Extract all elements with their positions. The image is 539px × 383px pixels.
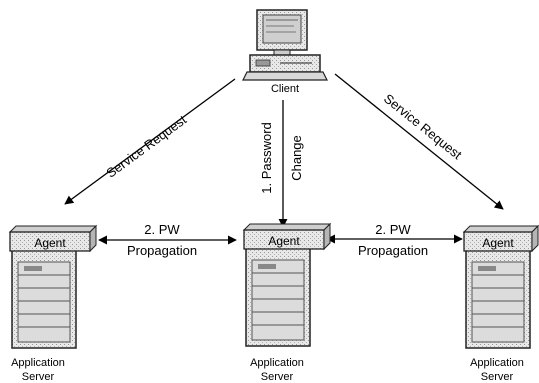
left-pw-propagation-label-line2: Propagation bbox=[127, 243, 197, 258]
agent-badge: Agent bbox=[10, 226, 96, 251]
right-service-request-label: Service Request bbox=[381, 91, 465, 163]
agent-label: Agent bbox=[482, 236, 514, 250]
right-service-request-arrow bbox=[335, 74, 503, 209]
client-label: Client bbox=[271, 83, 299, 95]
server-label-line1: Application bbox=[250, 357, 304, 369]
right-pw-propagation-label-line2: Propagation bbox=[358, 243, 428, 258]
agent-badge: Agent bbox=[464, 226, 538, 251]
client-computer-icon bbox=[243, 10, 327, 80]
agent-label: Agent bbox=[34, 236, 66, 250]
server-label-line2: Server bbox=[481, 371, 514, 383]
server-label-line2: Server bbox=[261, 371, 294, 383]
right-pw-propagation-label-line1: 2. PW bbox=[375, 222, 411, 237]
application-server-right: Agent Application Server bbox=[464, 226, 538, 383]
server-label-line2: Server bbox=[22, 371, 55, 383]
password-change-label-line1: 1. Password bbox=[259, 122, 274, 194]
server-label-line1: Application bbox=[11, 357, 65, 369]
server-rack-icon bbox=[12, 250, 76, 348]
left-service-request-label: Service Request bbox=[103, 112, 189, 181]
server-label-line1: Application bbox=[470, 357, 524, 369]
agent-label: Agent bbox=[268, 234, 300, 248]
server-rack-icon bbox=[466, 250, 530, 348]
left-pw-propagation-label-line1: 2. PW bbox=[144, 222, 180, 237]
server-rack-icon bbox=[246, 248, 310, 346]
application-server-left: Agent Application Server bbox=[10, 226, 96, 383]
password-change-label-line2: Change bbox=[289, 135, 304, 181]
application-server-middle: Agent Application Server bbox=[244, 224, 330, 383]
agent-badge: Agent bbox=[244, 224, 330, 249]
